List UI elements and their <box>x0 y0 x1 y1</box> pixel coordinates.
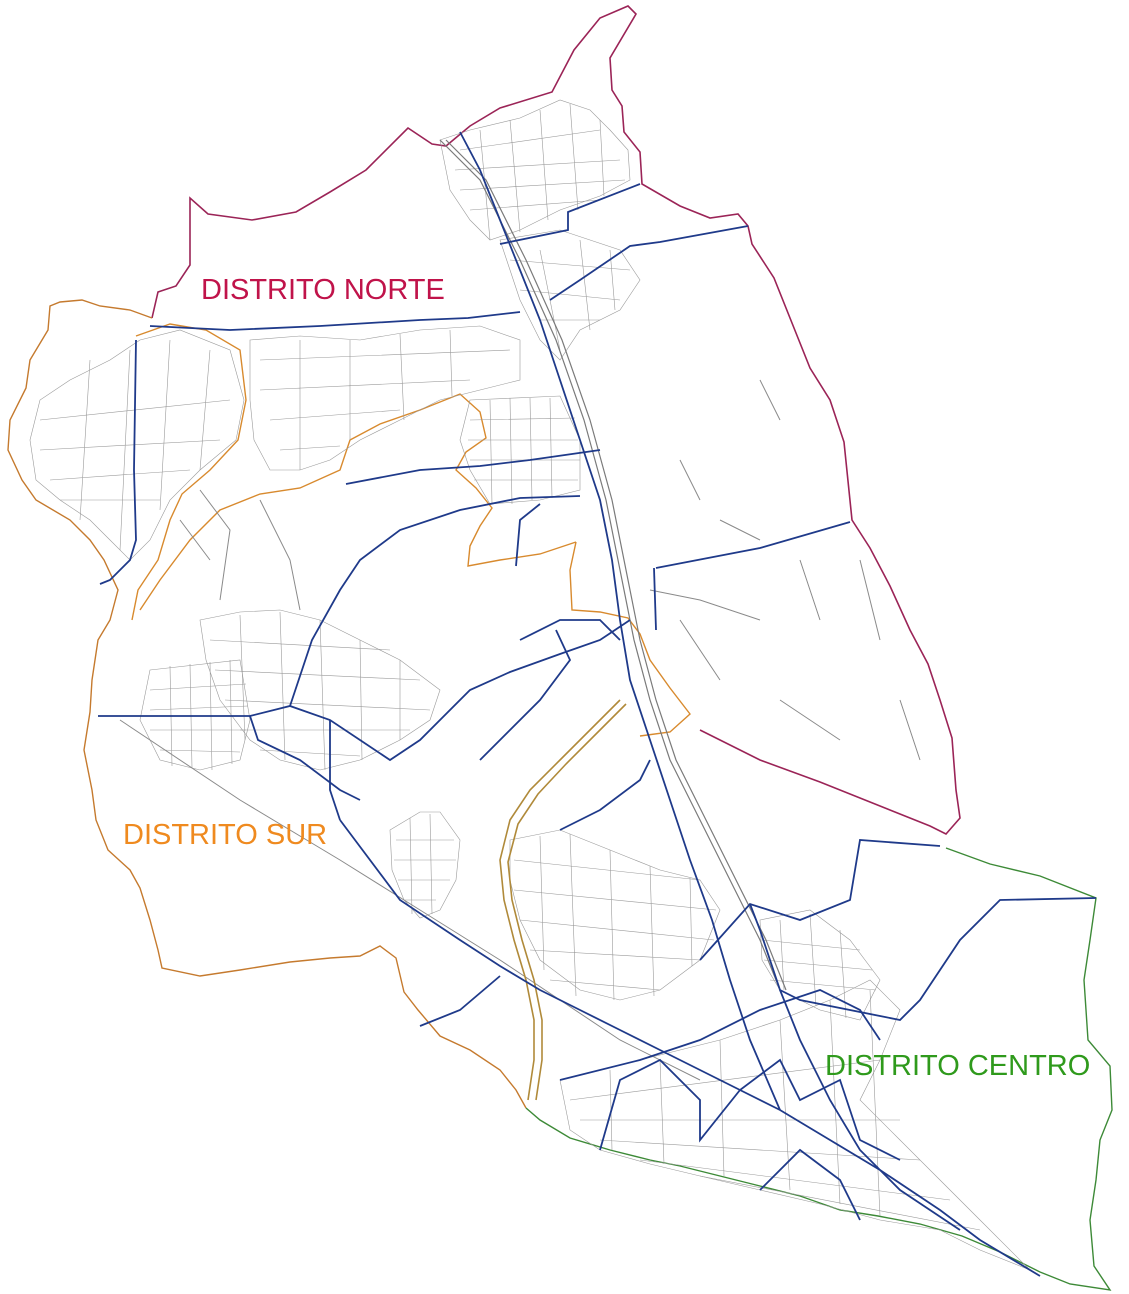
district-label-norte: DISTRITO NORTE <box>201 274 445 306</box>
sur-boundary <box>7 299 527 1109</box>
norte-boundary <box>151 5 961 835</box>
district-label-centro: DISTRITO CENTRO <box>825 1050 1090 1082</box>
street-network <box>29 99 1031 1271</box>
district-label-sur: DISTRITO SUR <box>123 819 327 851</box>
section-lines <box>98 131 1097 1277</box>
railway <box>439 139 787 991</box>
highway <box>499 699 627 1101</box>
centro-boundary <box>525 847 1113 1291</box>
